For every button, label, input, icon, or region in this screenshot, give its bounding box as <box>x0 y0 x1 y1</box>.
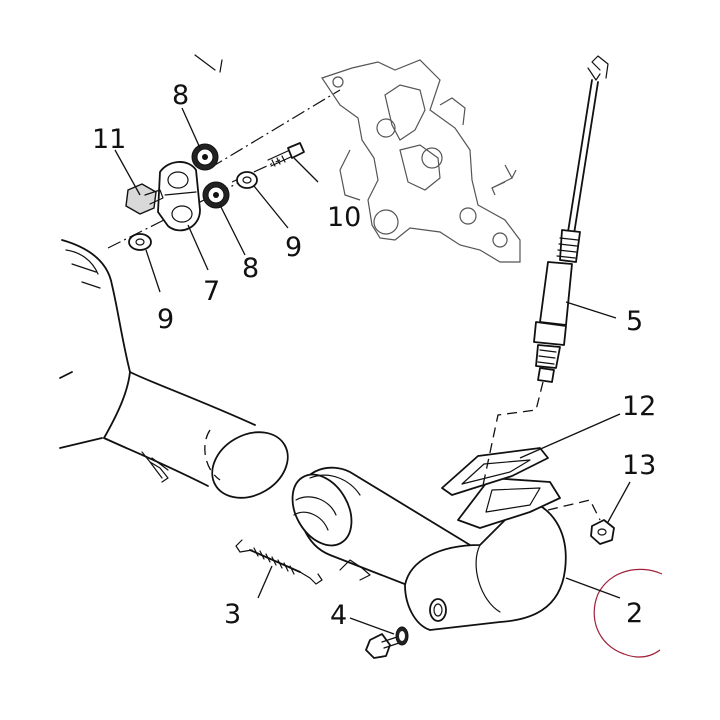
screw <box>365 626 409 659</box>
lambda-sensor <box>533 55 609 383</box>
spring-hook-left <box>141 451 169 483</box>
frame-bracket <box>321 59 521 263</box>
nut-assembly-line <box>547 499 601 521</box>
callout-3: 3 <box>224 599 241 630</box>
callout-11: 11 <box>92 124 126 155</box>
nut <box>590 519 615 545</box>
exhaust-pipe-left <box>59 239 289 499</box>
washer-left <box>128 233 152 251</box>
bracket-plate <box>157 161 201 232</box>
knob <box>125 183 164 215</box>
callout-12: 12 <box>622 391 656 422</box>
callout-9-left: 9 <box>157 304 174 335</box>
sensor-assembly-line <box>481 381 544 491</box>
spring-hook-right <box>339 559 371 581</box>
gear-upper <box>191 143 219 171</box>
callout-4: 4 <box>330 600 347 631</box>
callout-5: 5 <box>626 306 643 337</box>
callout-9-right: 9 <box>285 232 302 263</box>
callout-8-lower: 8 <box>242 253 259 284</box>
callout-8-upper: 8 <box>172 80 189 111</box>
highlight-circle <box>593 568 663 658</box>
spring <box>235 539 323 585</box>
leader-lines <box>114 107 631 635</box>
callout-10: 10 <box>327 202 361 233</box>
callout-2: 2 <box>626 598 643 629</box>
axis-line-upper <box>209 89 341 169</box>
callout-13: 13 <box>622 450 656 481</box>
gear-lower <box>202 181 230 209</box>
gasket <box>441 447 549 496</box>
washer-right <box>236 171 258 189</box>
bolt <box>267 142 305 167</box>
callout-7: 7 <box>203 276 220 307</box>
frame-fragment <box>194 54 223 73</box>
